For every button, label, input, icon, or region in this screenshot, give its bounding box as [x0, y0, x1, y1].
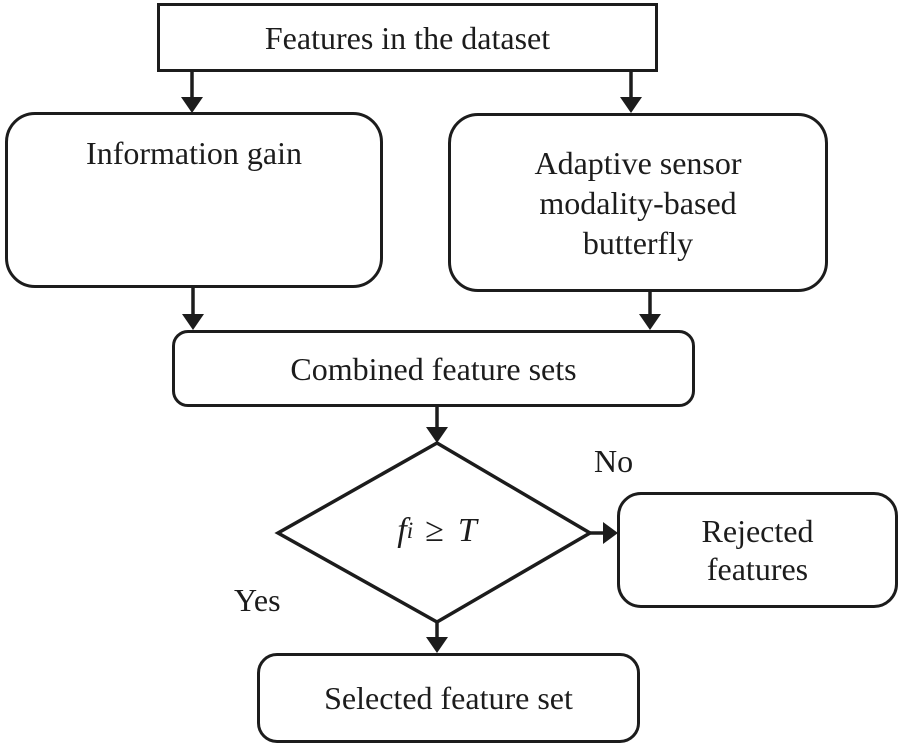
no-branch-label: No — [594, 443, 634, 479]
arrow-butterfly-to-combined — [639, 292, 661, 330]
decision-diamond-shape — [274, 440, 594, 625]
arrow-decision-to-selected — [426, 622, 448, 653]
node-combined-feature-sets: Combined feature sets — [172, 330, 695, 407]
arrow-dataset-to-butterfly — [620, 72, 642, 113]
node-features-in-dataset-label: Features in the dataset — [264, 19, 551, 56]
node-information-gain: Information gain — [5, 112, 383, 288]
node-selected-feature-set-label: Selected feature set — [324, 680, 573, 716]
arrow-decision-to-rejected — [590, 522, 618, 544]
decision-operator: ≥ — [425, 512, 444, 549]
node-rejected-features-label: Rejected features — [702, 512, 814, 589]
arrow-combined-to-decision — [426, 407, 448, 443]
butterfly-line-3: butterfly — [582, 224, 694, 261]
node-selected-feature-set: Selected feature set — [257, 653, 640, 743]
node-features-in-dataset: Features in the dataset — [157, 3, 658, 72]
node-adaptive-butterfly: Adaptive sensor modality-based butterfly — [448, 113, 828, 292]
rejected-line-1: Rejected — [701, 512, 814, 549]
decision-variable: f — [397, 512, 407, 549]
arrow-infogain-to-combined — [182, 288, 204, 330]
node-adaptive-butterfly-label: Adaptive sensor modality-based butterfly — [534, 143, 741, 263]
butterfly-line-1: Adaptive sensor — [534, 144, 742, 181]
arrow-dataset-to-infogain — [181, 72, 203, 113]
node-information-gain-label: Information gain — [86, 135, 302, 171]
butterfly-line-2: modality-based — [539, 184, 737, 221]
node-combined-feature-sets-label: Combined feature sets — [290, 350, 577, 387]
decision-threshold: T — [457, 512, 477, 549]
yes-branch-label: Yes — [234, 582, 281, 618]
rejected-line-2: features — [706, 551, 809, 587]
node-rejected-features: Rejected features — [617, 492, 898, 608]
